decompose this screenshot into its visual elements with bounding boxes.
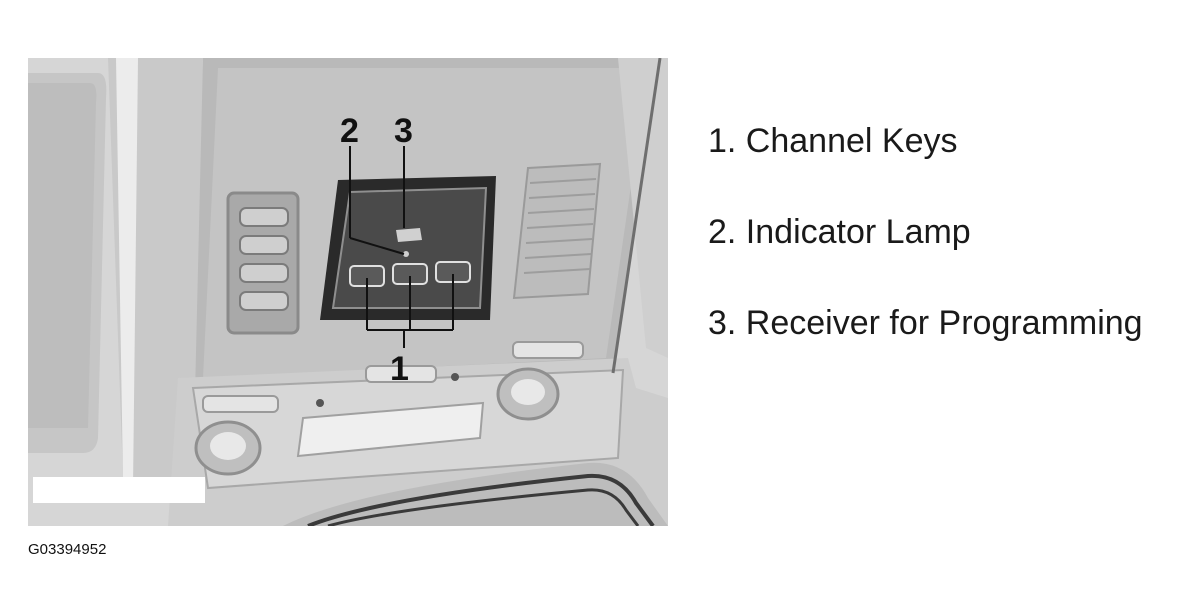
receiver [396, 228, 422, 242]
callout-2: 2 [340, 112, 359, 150]
dome-lens [296, 401, 485, 458]
reading-lamp-switch-left [202, 395, 279, 413]
callout-3: 3 [394, 112, 413, 150]
legend-item-channel-keys: 1. Channel Keys [708, 122, 958, 160]
legend-item-receiver: 3. Receiver for Programming [708, 304, 1143, 342]
overhead-console-illustration: 2 3 1 [28, 58, 668, 526]
legend-item-indicator-lamp: 2. Indicator Lamp [708, 213, 971, 251]
vent-grille [512, 162, 602, 300]
legend: 1. Channel Keys 2. Indicator Lamp 3. Rec… [708, 118, 1143, 391]
indicator-lamp [403, 251, 409, 257]
callout-1: 1 [390, 350, 409, 388]
callout-lines [349, 146, 454, 348]
figure-id: G03394952 [28, 541, 107, 558]
interior-light-switch [365, 365, 437, 383]
console-drawing: 2 3 1 [28, 58, 668, 526]
reading-lamp-switch-right [512, 341, 584, 359]
blank-label-box [33, 477, 205, 503]
